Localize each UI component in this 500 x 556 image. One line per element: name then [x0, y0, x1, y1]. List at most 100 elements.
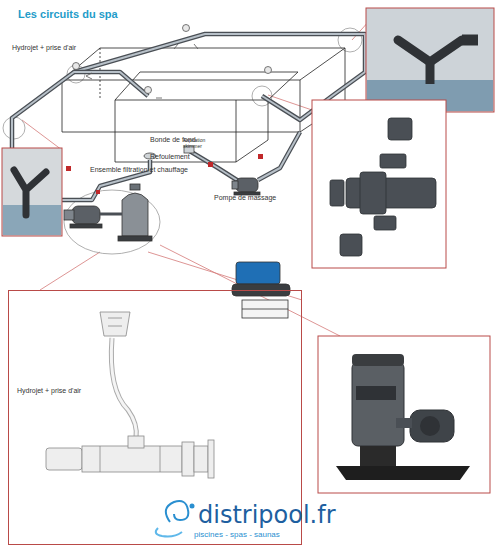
highlight-circle — [3, 28, 362, 254]
hydrojet-drawing-part — [111, 338, 136, 438]
detail-panel-part — [312, 100, 446, 268]
hydrojet-drawing-part — [100, 312, 130, 336]
detail-panel — [318, 336, 490, 493]
filter-pump-group-part — [72, 206, 100, 224]
detail-panel-part — [356, 386, 396, 400]
part-label: Hydrojet + prise d'air — [12, 44, 76, 52]
jet-nozzle-part — [73, 63, 80, 70]
detail-panel-part — [420, 416, 440, 436]
part-label: Aspiration skimmer — [183, 138, 211, 149]
fitting-mark-part — [66, 166, 71, 171]
detail-panel-part — [410, 410, 454, 442]
detail-panel-part — [396, 418, 412, 428]
fitting-mark — [66, 154, 263, 194]
hydrojet-drawing-part — [100, 446, 101, 472]
detail-panel-part — [352, 362, 404, 446]
heater-part — [242, 300, 288, 318]
tub-outline-part — [62, 132, 300, 133]
jet-nozzle-part — [265, 67, 272, 74]
filter-pump-group-part — [130, 184, 140, 190]
jet-nozzle-part — [145, 87, 152, 94]
detail-panel-part — [318, 336, 490, 493]
jet-nozzle-part — [86, 44, 198, 98]
pipe-part — [188, 150, 240, 182]
logo-mark-part — [156, 528, 182, 537]
pipe-part — [74, 72, 148, 96]
leader-line-part — [22, 120, 62, 150]
detail-panel-part — [340, 234, 362, 256]
part-label: Ensemble filtration et chauffage — [90, 166, 188, 174]
detail-panel-part — [2, 148, 62, 236]
hydrojet-drawing-part — [208, 440, 214, 478]
hydrojet-drawing-part — [82, 446, 182, 472]
pipe-part — [188, 150, 240, 182]
hydrojet-drawing-part — [46, 448, 82, 470]
tub-outline-part — [300, 80, 301, 132]
detail-panel-part — [366, 8, 494, 112]
filter-pump-group-part — [64, 210, 74, 220]
detail-panel-part — [374, 216, 396, 230]
detail-panel — [366, 8, 494, 112]
heater-part — [236, 262, 280, 284]
part-label: Refoulement — [150, 153, 190, 161]
hydrojet-drawing-part — [182, 442, 194, 476]
leader-line-part — [148, 252, 302, 300]
fitting-mark-part — [258, 154, 263, 159]
filter-pump-group-part — [122, 193, 148, 236]
leader-line-part — [40, 252, 100, 290]
detail-panel-part — [426, 62, 435, 84]
pipe-part — [74, 72, 148, 96]
filter-pump-group — [64, 184, 152, 241]
detail-panel-part — [380, 154, 406, 168]
massage-pump-part — [232, 181, 238, 189]
jet-nozzle-part — [183, 25, 190, 32]
logo-mark-part — [166, 501, 189, 522]
fitting-mark-part — [208, 162, 213, 167]
logo-mark — [156, 501, 195, 537]
fitting-mark-part — [96, 190, 100, 194]
tub-outline-part — [62, 80, 63, 132]
detail-panel-part — [352, 354, 404, 366]
detail-panel-part — [330, 118, 436, 256]
detail-panel-part — [398, 40, 462, 62]
logo-text: distripool.fr — [198, 502, 336, 528]
detail-panel — [2, 148, 62, 236]
hydrojet-drawing-part — [111, 338, 136, 438]
detail-panel-part — [462, 35, 478, 46]
tub-outline-part — [236, 100, 237, 162]
filter-pump-group-part — [70, 224, 102, 228]
detail-panel-part — [336, 466, 470, 480]
hydrojet-drawing-part — [128, 436, 144, 448]
panel-label: Hydrojet + prise d'air — [17, 387, 81, 395]
hydrojet-drawing — [46, 312, 214, 478]
heater-part — [242, 309, 288, 310]
detail-panel-part — [330, 180, 344, 206]
logo-mark-part — [190, 504, 195, 509]
pipe-part — [258, 132, 300, 180]
logo-text: piscines - spas - saunas — [194, 531, 280, 540]
detail-panel-part — [388, 118, 412, 140]
filter-pump-group-part — [118, 236, 152, 241]
diagram-title: Les circuits du spa — [18, 8, 118, 20]
tub-outline-part — [115, 72, 298, 100]
massage-pump — [232, 178, 260, 195]
tub-outline-part — [236, 140, 268, 162]
pipe-part — [258, 132, 300, 180]
detail-panel-part — [3, 205, 61, 235]
tub-outline-part — [115, 100, 116, 162]
jet-nozzle — [73, 25, 272, 99]
detail-panel — [312, 100, 446, 268]
tub-outline-part — [268, 100, 269, 140]
hydrojet-drawing-part — [108, 318, 122, 319]
hydrojet-drawing-part — [160, 446, 161, 472]
tub-outline-part — [115, 162, 236, 163]
part-label: Pompe de massage — [214, 194, 276, 202]
hydrojet-drawing-part — [194, 446, 208, 472]
detail-panel-part — [360, 172, 386, 214]
detail-panel-part — [346, 178, 436, 208]
detail-panel-part — [14, 170, 46, 215]
hydrojet-drawing-part — [108, 326, 122, 327]
detail-panel-part — [360, 446, 396, 466]
